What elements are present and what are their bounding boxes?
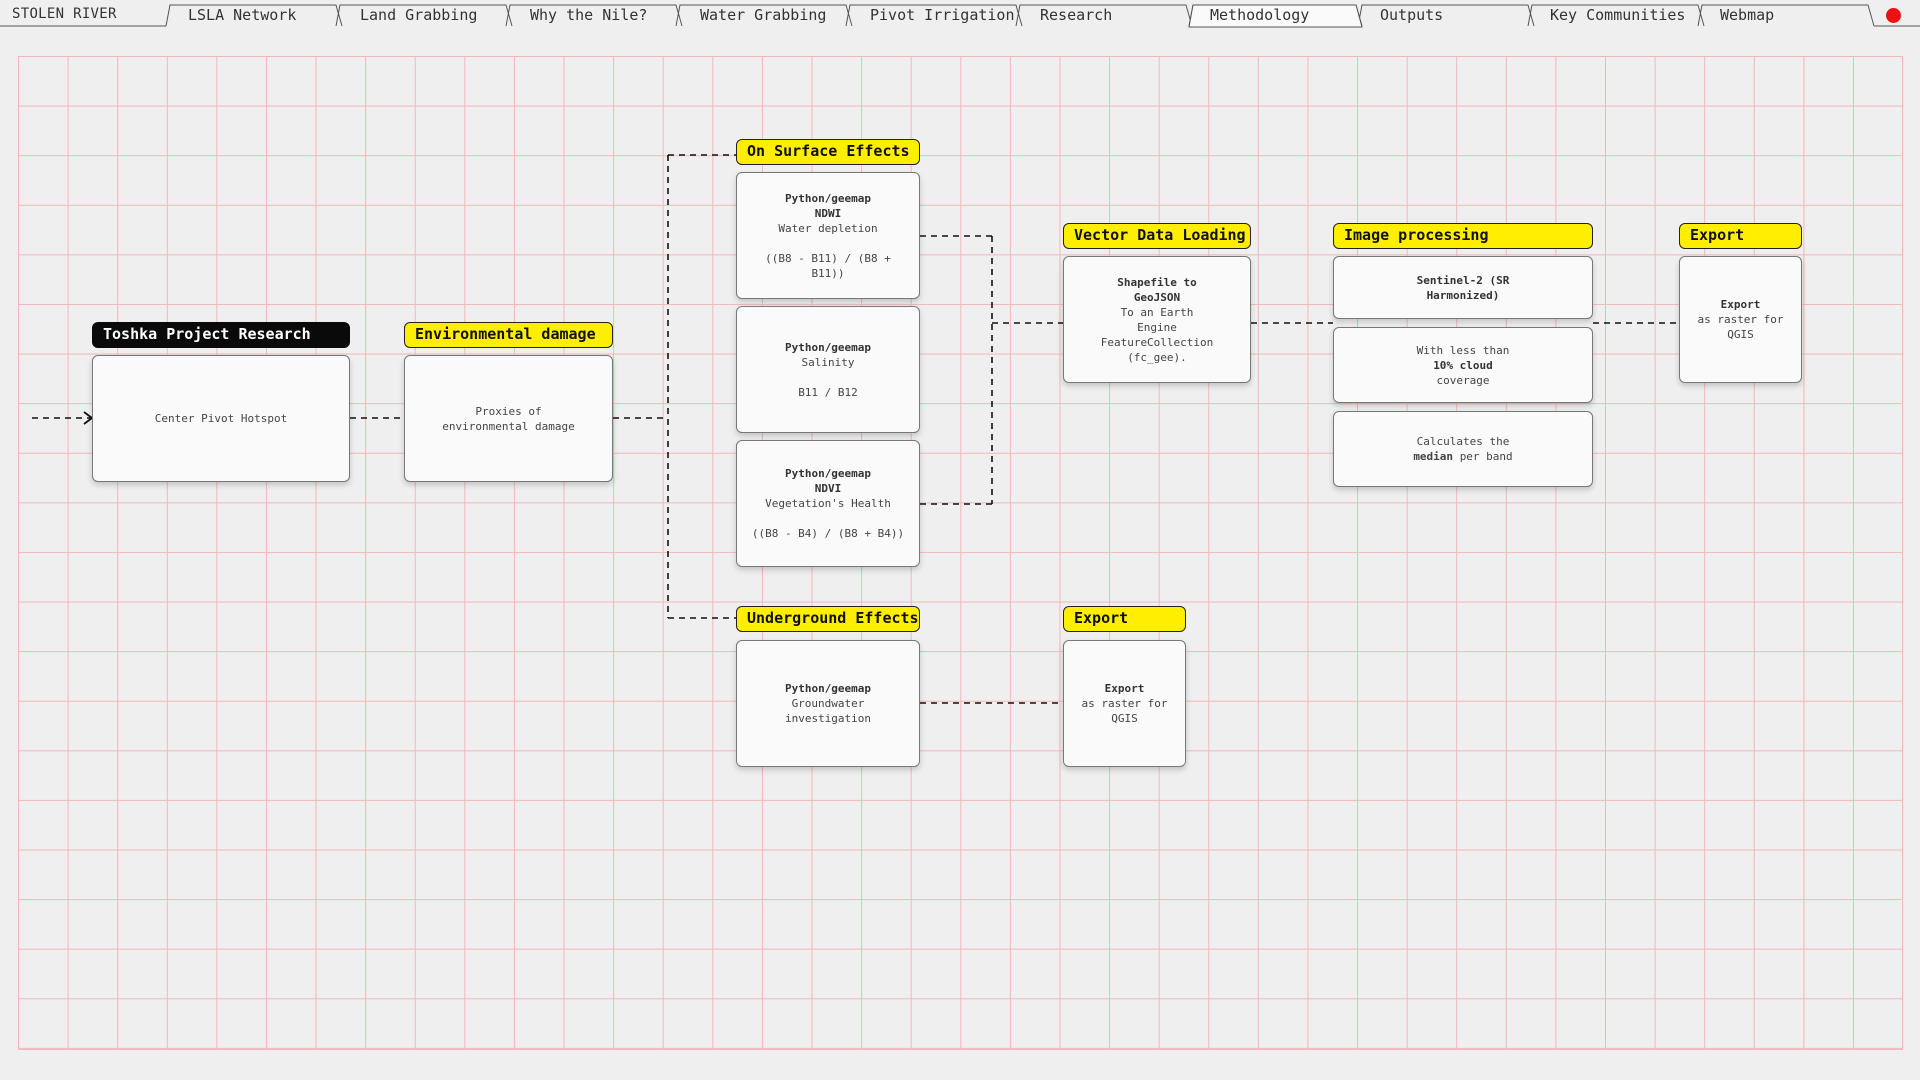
tab-land-grabbing[interactable]: Land Grabbing	[360, 6, 478, 24]
box-text-line: (fc_gee).	[1127, 350, 1187, 364]
box-environmental-proxies: Proxies of environmental damage	[404, 355, 613, 482]
index-formula: ((B8 - B11) / (B8 + B11))	[765, 251, 891, 280]
box-text-line: QGIS	[1111, 712, 1138, 725]
box-ndvi: Python/geemap NDVI Vegetation's Health (…	[736, 440, 920, 567]
box-sentinel-2: Sentinel-2 (SR Harmonized)	[1333, 256, 1593, 319]
median-suffix: per band	[1459, 450, 1513, 463]
index-formula: B11 / B12	[798, 385, 858, 399]
tab-outputs[interactable]: Outputs	[1380, 6, 1444, 24]
box-ndwi: Python/geemap NDWI Water depletion ((B8 …	[736, 172, 920, 299]
box-cloud-coverage: With less than 10% cloud coverage	[1333, 327, 1593, 403]
label-vector-data-loading: Vector Data Loading	[1063, 223, 1251, 249]
box-median-per-band: Calculates the median per band	[1333, 411, 1593, 487]
tool-name: Python/geemap	[784, 467, 872, 480]
tab-lsla-network[interactable]: LSLA Network	[188, 6, 297, 24]
label-on-surface-effects: On Surface Effects	[736, 139, 920, 165]
status-dot	[1886, 8, 1901, 23]
box-text-line: Engine	[1137, 320, 1177, 334]
box-text-line: Harmonized)	[1426, 288, 1500, 302]
median-keyword: median	[1413, 450, 1454, 463]
label-underground-effects: Underground Effects	[736, 606, 920, 632]
box-text-line: coverage	[1436, 373, 1490, 387]
box-text: Center Pivot Hotspot	[154, 412, 288, 425]
tab-research[interactable]: Research	[1040, 6, 1113, 24]
tool-name: Python/geemap	[784, 191, 872, 205]
index-description: Salinity	[801, 355, 855, 369]
label-toshka-research: Toshka Project Research	[92, 322, 350, 348]
box-text-line: FeatureCollection	[1100, 335, 1214, 349]
active-tab-shape	[1188, 4, 1363, 28]
box-text-line: Shapefile to	[1117, 275, 1197, 289]
box-text-line: investigation	[784, 712, 872, 725]
box-text-line: 10% cloud	[1433, 358, 1493, 372]
methodology-canvas	[18, 56, 1903, 1050]
box-vector-loading: Shapefile to GeoJSON To an Earth Engine …	[1063, 256, 1251, 383]
box-salinity: Python/geemap Salinity B11 / B12	[736, 306, 920, 433]
site-title[interactable]: STOLEN RIVER	[12, 6, 117, 22]
label-export-surface: Export	[1679, 223, 1802, 249]
box-export-surface: Export as raster for QGIS	[1679, 256, 1802, 383]
box-text-line: Sentinel-2 (SR	[1416, 273, 1510, 287]
index-name: NDVI	[814, 482, 842, 495]
box-text-line: environmental damage	[442, 419, 575, 433]
tab-key-communities[interactable]: Key Communities	[1550, 6, 1686, 24]
tool-name: Python/geemap	[784, 340, 872, 354]
box-center-pivot-hotspot: Center Pivot Hotspot	[92, 355, 350, 482]
tab-outline-path	[0, 4, 1920, 27]
label-image-processing: Image processing	[1333, 223, 1593, 249]
tool-name: Python/geemap	[784, 682, 872, 695]
box-text-line: as raster for	[1697, 313, 1784, 326]
box-text-line: GeoJSON	[1133, 290, 1181, 304]
index-description: Water depletion	[778, 221, 878, 235]
index-formula: ((B8 - B4) / (B8 + B4))	[751, 527, 905, 540]
box-text-line: With less than	[1416, 343, 1510, 357]
box-text-line: Groundwater	[791, 697, 865, 710]
tab-why-the-nile[interactable]: Why the Nile?	[530, 6, 648, 24]
index-name: NDWI	[814, 206, 842, 220]
box-text-line: To an Earth	[1120, 305, 1194, 319]
box-text-line: median per band	[1413, 449, 1512, 464]
tab-water-grabbing[interactable]: Water Grabbing	[700, 6, 827, 24]
tab-outline	[0, 4, 1920, 28]
label-environmental-damage: Environmental damage	[404, 322, 613, 348]
index-description: Vegetation's Health	[765, 497, 891, 510]
export-title: Export	[1720, 298, 1761, 311]
box-text-line: Proxies of	[475, 404, 542, 418]
box-text-line: Calculates the	[1416, 435, 1510, 448]
box-text-line: as raster for	[1081, 697, 1168, 710]
export-title: Export	[1104, 682, 1145, 695]
tab-webmap[interactable]: Webmap	[1720, 6, 1775, 24]
box-export-groundwater: Export as raster for QGIS	[1063, 640, 1186, 767]
label-export-groundwater: Export	[1063, 606, 1186, 632]
box-text-line: QGIS	[1727, 328, 1754, 341]
tab-bar: STOLEN RIVER LSLA Network Land Grabbing …	[0, 0, 1920, 28]
box-groundwater: Python/geemap Groundwater investigation	[736, 640, 920, 767]
tab-pivot-irrigation[interactable]: Pivot Irrigation	[870, 6, 1015, 24]
tab-methodology[interactable]: Methodology	[1210, 6, 1310, 24]
